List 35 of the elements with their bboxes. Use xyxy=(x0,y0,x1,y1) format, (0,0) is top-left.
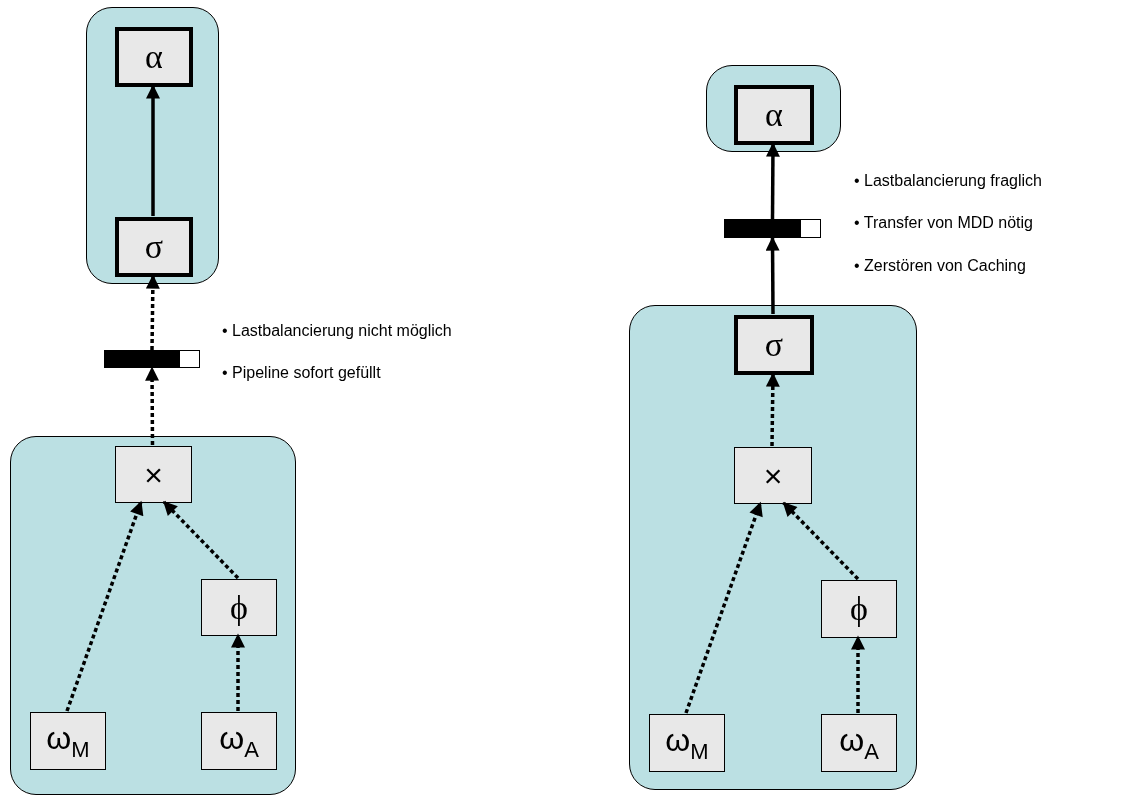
operator-box: × xyxy=(734,447,812,504)
arrow xyxy=(765,372,780,447)
queue-bar xyxy=(104,350,200,368)
operator-box: σ xyxy=(115,217,193,277)
group-panel xyxy=(10,436,296,795)
arrow xyxy=(765,236,780,314)
group-panel xyxy=(86,7,219,284)
arrow xyxy=(65,500,144,712)
arrow xyxy=(146,84,160,216)
operator-box: ω$_{M}$ xyxy=(30,712,106,770)
operator-box: α xyxy=(115,27,193,87)
bullet-note: • Pipeline sofort gefüllt xyxy=(222,364,381,382)
bullet-note: • Transfer von MDD nötig xyxy=(854,214,1033,232)
bullet-note: • Lastbalancierung nicht möglich xyxy=(222,322,452,340)
operator-box: α xyxy=(734,85,814,145)
operator-box: × xyxy=(115,446,192,503)
operator-box: ϕ xyxy=(201,579,277,636)
arrow xyxy=(231,633,245,711)
operator-box: σ xyxy=(734,315,814,375)
group-panel xyxy=(629,305,917,790)
arrow xyxy=(851,635,865,713)
operator-box: ω$_{M}$ xyxy=(649,714,725,772)
arrow xyxy=(145,366,160,445)
arrow xyxy=(145,274,160,351)
operator-box: ω$_{A}$ xyxy=(201,712,277,770)
operator-box: ω$_{A}$ xyxy=(821,714,897,772)
arrow xyxy=(765,142,780,219)
arrow xyxy=(684,501,763,714)
bullet-note: • Zerstören von Caching xyxy=(854,257,1026,275)
arrow xyxy=(782,501,860,581)
group-panel xyxy=(706,65,841,152)
bullet-note: • Lastbalancierung fraglich xyxy=(854,172,1042,190)
queue-bar xyxy=(724,219,821,238)
operator-box: ϕ xyxy=(821,580,897,638)
arrow xyxy=(162,500,240,580)
